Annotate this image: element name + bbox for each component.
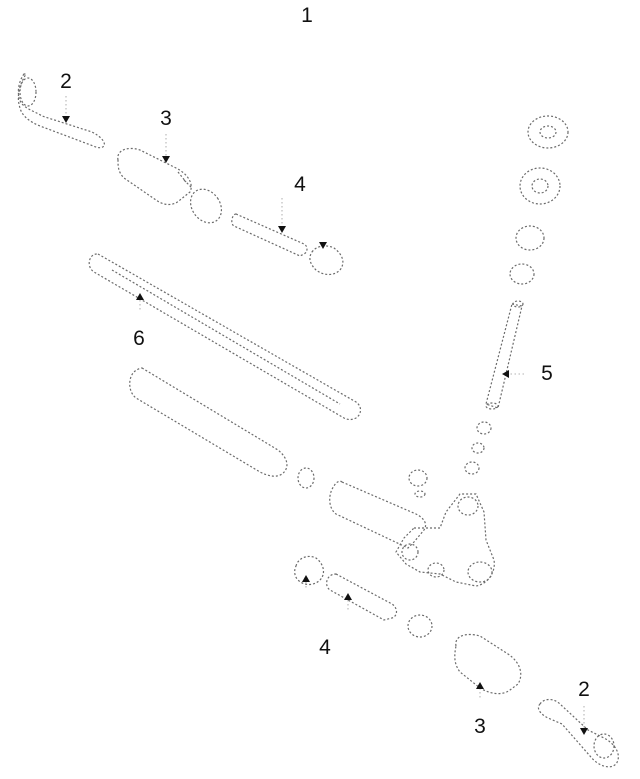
arrowhead bbox=[62, 116, 70, 123]
arrowhead bbox=[162, 156, 170, 163]
arrowhead bbox=[344, 593, 352, 600]
inner-tie-rod-upper bbox=[231, 213, 344, 276]
callout-label: 4 bbox=[294, 173, 306, 196]
arrowhead bbox=[319, 242, 327, 249]
gear-housing bbox=[329, 469, 495, 587]
leader-lines bbox=[65, 96, 585, 730]
callout-label: 4 bbox=[319, 636, 331, 659]
arrowhead bbox=[278, 226, 286, 233]
arrowhead bbox=[302, 575, 310, 582]
pinion-shaft bbox=[464, 115, 569, 475]
callout-label: 3 bbox=[160, 107, 172, 130]
arrowhead bbox=[502, 370, 509, 378]
callout-label: 3 bbox=[474, 715, 486, 738]
tie-rod-end-lower bbox=[537, 698, 619, 768]
tie-rod-end-upper bbox=[17, 73, 105, 149]
arrowheads bbox=[62, 116, 588, 735]
arrowhead bbox=[580, 728, 588, 735]
inner-tie-rod-lower bbox=[294, 555, 433, 638]
callout-label: 6 bbox=[133, 327, 145, 350]
arrowhead bbox=[136, 293, 144, 300]
callout-label: 5 bbox=[541, 362, 553, 385]
rack-housing-tube bbox=[129, 367, 315, 489]
boot-upper bbox=[117, 147, 223, 224]
callout-labels: 2 3 4 5 6 4 3 2 bbox=[60, 70, 590, 738]
callout-label: 2 bbox=[60, 70, 72, 93]
arrowhead bbox=[476, 682, 484, 689]
boot-lower bbox=[454, 633, 522, 695]
rack-shaft bbox=[88, 253, 362, 421]
callout-label: 2 bbox=[578, 678, 590, 701]
assembly-number: 1 bbox=[301, 4, 313, 27]
